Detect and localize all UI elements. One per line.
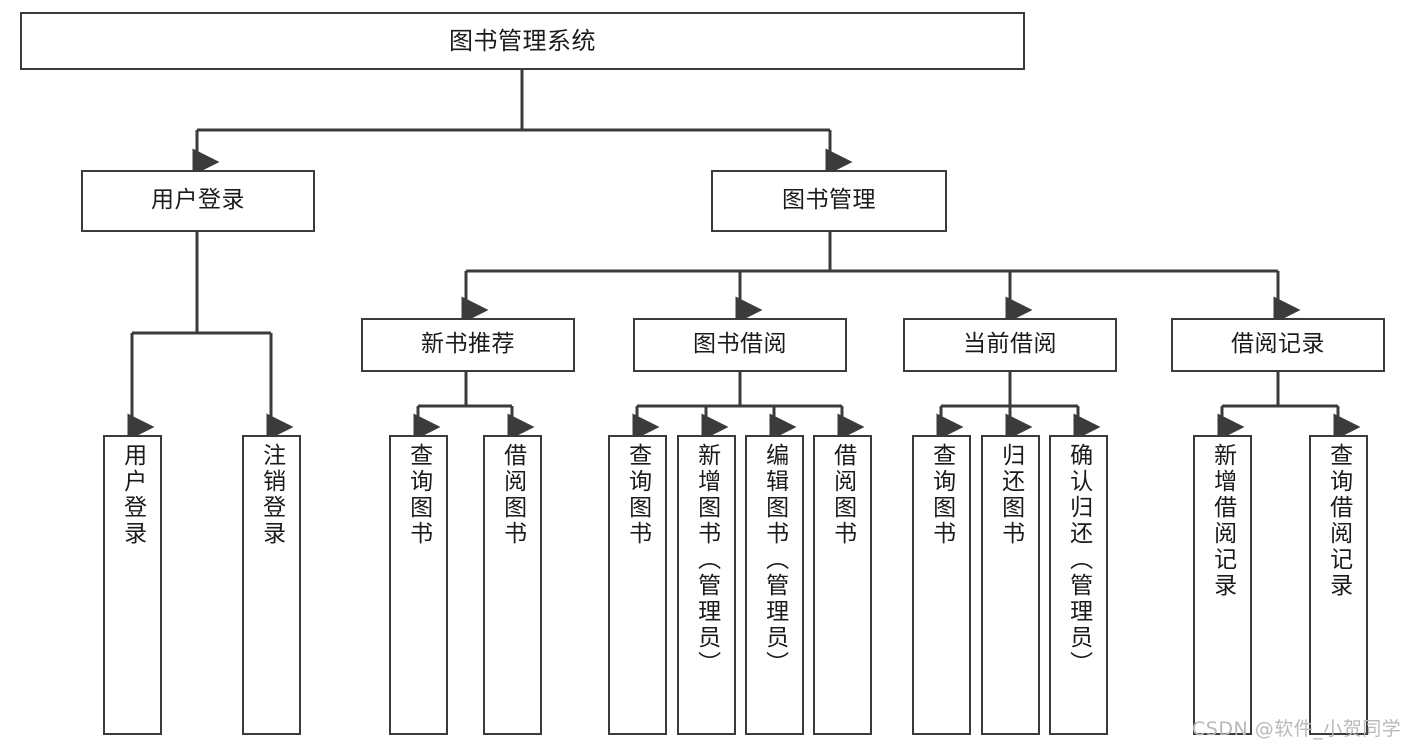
node-label: 新增图书（管理员） <box>693 443 720 677</box>
node-leaf-query-book-borrow[interactable]: 查询图书 <box>608 435 667 735</box>
node-current-borrow[interactable]: 当前借阅 <box>903 318 1117 372</box>
node-leaf-query-borrow-record[interactable]: 查询借阅记录 <box>1309 435 1368 735</box>
node-label: 确认归还（管理员） <box>1065 443 1092 677</box>
node-leaf-user-login[interactable]: 用户登录 <box>103 435 162 735</box>
node-label: 借阅图书 <box>829 443 856 547</box>
node-leaf-add-borrow-record[interactable]: 新增借阅记录 <box>1193 435 1252 735</box>
node-root-book-management-system[interactable]: 图书管理系统 <box>20 12 1025 70</box>
node-leaf-borrow-book[interactable]: 借阅图书 <box>813 435 872 735</box>
node-user-login[interactable]: 用户登录 <box>81 170 315 232</box>
node-label: 图书管理系统 <box>449 26 596 55</box>
node-label: 新增借阅记录 <box>1209 443 1236 599</box>
node-label: 注销登录 <box>258 443 285 547</box>
node-label: 当前借阅 <box>963 331 1057 358</box>
node-label: 借阅记录 <box>1231 331 1325 358</box>
node-leaf-logout[interactable]: 注销登录 <box>242 435 301 735</box>
node-label: 借阅图书 <box>499 443 526 547</box>
node-label: 查询图书 <box>928 443 955 547</box>
node-label: 图书管理 <box>782 187 876 214</box>
node-leaf-add-book-admin[interactable]: 新增图书（管理员） <box>677 435 736 735</box>
node-leaf-query-book-current[interactable]: 查询图书 <box>912 435 971 735</box>
node-book-management[interactable]: 图书管理 <box>711 170 947 232</box>
node-label: 新书推荐 <box>421 331 515 358</box>
node-leaf-borrow-book-new[interactable]: 借阅图书 <box>483 435 542 735</box>
node-label: 用户登录 <box>119 443 146 547</box>
node-leaf-edit-book-admin[interactable]: 编辑图书（管理员） <box>745 435 804 735</box>
node-leaf-return-book[interactable]: 归还图书 <box>981 435 1040 735</box>
node-leaf-query-book-new[interactable]: 查询图书 <box>389 435 448 735</box>
node-label: 编辑图书（管理员） <box>761 443 788 677</box>
node-label: 查询图书 <box>624 443 651 547</box>
node-label: 查询借阅记录 <box>1325 443 1352 599</box>
csdn-watermark: CSDN @软件_小贺同学 <box>1192 718 1402 740</box>
node-book-borrow[interactable]: 图书借阅 <box>633 318 847 372</box>
node-borrow-record[interactable]: 借阅记录 <box>1171 318 1385 372</box>
node-new-book-recommend[interactable]: 新书推荐 <box>361 318 575 372</box>
node-label: 用户登录 <box>151 187 245 214</box>
node-label: 图书借阅 <box>693 331 787 358</box>
node-leaf-confirm-return-admin[interactable]: 确认归还（管理员） <box>1049 435 1108 735</box>
node-label: 查询图书 <box>405 443 432 547</box>
node-label: 归还图书 <box>997 443 1024 547</box>
